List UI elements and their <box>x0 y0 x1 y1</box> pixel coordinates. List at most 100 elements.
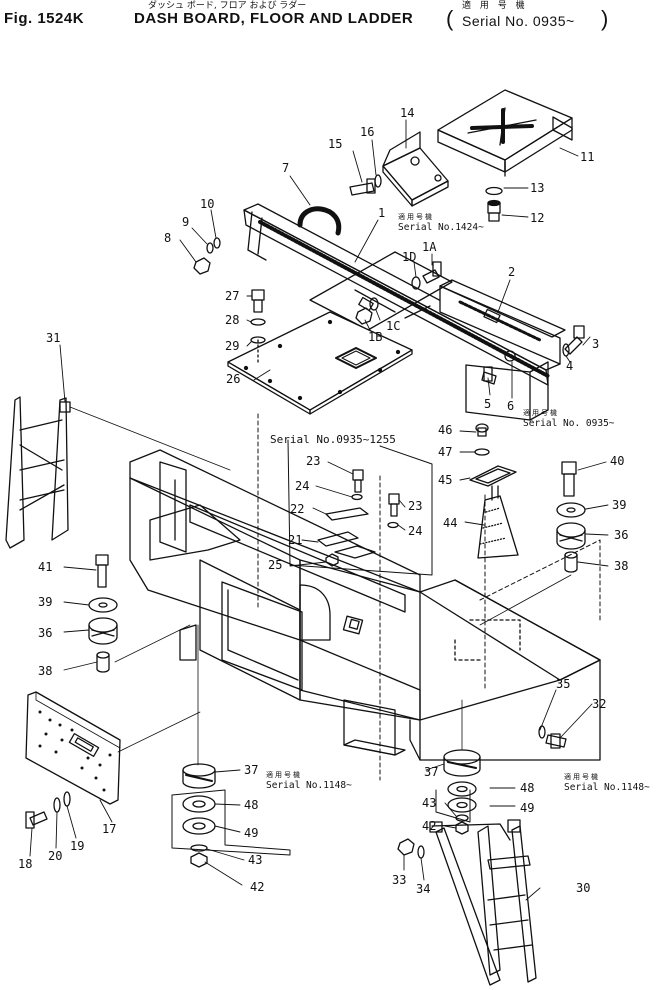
part-16-washer <box>374 174 382 188</box>
part-33-nut <box>397 838 415 856</box>
part-48-plate-right <box>447 781 477 797</box>
part-43-washer-left <box>190 844 208 852</box>
label-part-37-left: 37 <box>244 763 259 777</box>
part-34-washer <box>417 845 425 859</box>
part-22-plate <box>325 507 369 521</box>
label-part-26: 26 <box>226 372 241 386</box>
bracket-open: ( <box>446 6 454 31</box>
label-part-24-lower: 24 <box>408 524 423 538</box>
part-42-nut-left <box>190 852 208 868</box>
label-part-7: 7 <box>282 161 290 175</box>
serial-box-0935-1255 <box>287 439 433 576</box>
part-11-cover <box>437 89 573 177</box>
part-1c-washer <box>369 297 379 311</box>
part-39-washer-left <box>88 597 118 613</box>
part-2-rail <box>439 279 566 338</box>
label-part-1d: 1D <box>402 250 417 264</box>
label-part-1c: 1C <box>386 319 401 333</box>
label-part-23-upper: 23 <box>306 454 321 468</box>
part-32-bolt <box>545 733 567 749</box>
part-28-washer <box>250 318 266 326</box>
label-part-8: 8 <box>164 231 172 245</box>
part-40-bolt <box>561 461 577 497</box>
part-7-handle <box>297 206 342 236</box>
label-part-46: 46 <box>438 423 453 437</box>
label-part-47: 47 <box>438 445 453 459</box>
label-part-33: 33 <box>392 873 407 887</box>
part-23-bolt-b <box>388 493 400 517</box>
label-part-36-right: 36 <box>614 528 629 542</box>
label-part-32: 32 <box>592 697 607 711</box>
part-6-nut <box>504 350 516 362</box>
label-part-42-right: 42 <box>422 819 437 833</box>
leader-lines <box>29 119 609 901</box>
label-part-29: 29 <box>225 339 240 353</box>
label-part-39-left: 39 <box>38 595 53 609</box>
label-part-19: 19 <box>70 839 85 853</box>
label-part-30: 30 <box>576 881 591 895</box>
part-38-collar-right <box>564 551 578 573</box>
part-8-nut <box>193 257 211 275</box>
label-part-42-left: 42 <box>250 880 265 894</box>
label-part-13: 13 <box>530 181 545 195</box>
label-part-11: 11 <box>580 150 595 164</box>
label-part-23-lower: 23 <box>408 499 423 513</box>
part-19-washer <box>63 791 71 807</box>
label-part-41: 41 <box>38 560 53 574</box>
part-1-dash-frame <box>243 203 561 421</box>
part-30-ladder <box>429 819 537 986</box>
label-part-3: 3 <box>592 337 600 351</box>
label-part-4: 4 <box>566 359 574 373</box>
label-part-17: 17 <box>102 822 117 836</box>
label-part-31: 31 <box>46 331 61 345</box>
label-part-48-left: 48 <box>244 798 259 812</box>
label-part-16: 16 <box>360 125 375 139</box>
part-13-washer <box>485 186 503 196</box>
label-part-27: 27 <box>225 289 240 303</box>
bracket-close: ) <box>601 6 609 31</box>
label-part-2: 2 <box>508 265 516 279</box>
label-part-1b: 1B <box>368 330 383 344</box>
serial-range: Serial No. 0935~ <box>462 13 575 29</box>
title-japanese: ダッシュ ボード, フロア および ラダー <box>148 1 307 11</box>
label-part-43-left: 43 <box>248 853 263 867</box>
part-31-ladder <box>5 396 231 549</box>
part-15-bolt <box>349 178 376 196</box>
label-part-12: 12 <box>530 211 545 225</box>
part-47-washer <box>474 448 490 456</box>
label-part-43-right: 43 <box>422 796 437 810</box>
part-24-washer-b <box>387 521 399 529</box>
label-part-34: 34 <box>416 882 431 896</box>
part-5-bolt <box>481 366 497 385</box>
part-27-bolt <box>251 289 265 313</box>
part-12-bolt <box>487 199 501 222</box>
part-17-plate <box>25 691 201 805</box>
part-37-rubber-right <box>443 749 481 777</box>
label-part-44: 44 <box>443 516 458 530</box>
cab-floor <box>409 579 601 761</box>
label-part-24-upper: 24 <box>295 479 310 493</box>
part-45-frame <box>469 465 517 487</box>
part-20-washer <box>53 797 61 813</box>
serial-note-0935-1255: Serial No.0935~1255 <box>270 433 396 446</box>
label-part-37-right: 37 <box>424 765 439 779</box>
part-18-bolt <box>25 811 48 829</box>
label-part-1: 1 <box>378 206 386 220</box>
label-part-35: 35 <box>556 677 571 691</box>
part-49-plate-right <box>447 797 477 813</box>
label-part-15: 15 <box>328 137 343 151</box>
label-part-49-left: 49 <box>244 826 259 840</box>
part-42-nut-right <box>455 821 469 835</box>
label-part-20: 20 <box>48 849 63 863</box>
part-24-washer-a <box>351 493 363 501</box>
part-36-rubber-right <box>556 522 586 550</box>
part-39-washer-right <box>556 502 586 518</box>
label-part-39-right: 39 <box>612 498 627 512</box>
part-9-washer <box>206 242 214 254</box>
serial-japanese: 適 用 号 機 <box>462 1 528 11</box>
part-48-plate-left <box>182 795 216 813</box>
